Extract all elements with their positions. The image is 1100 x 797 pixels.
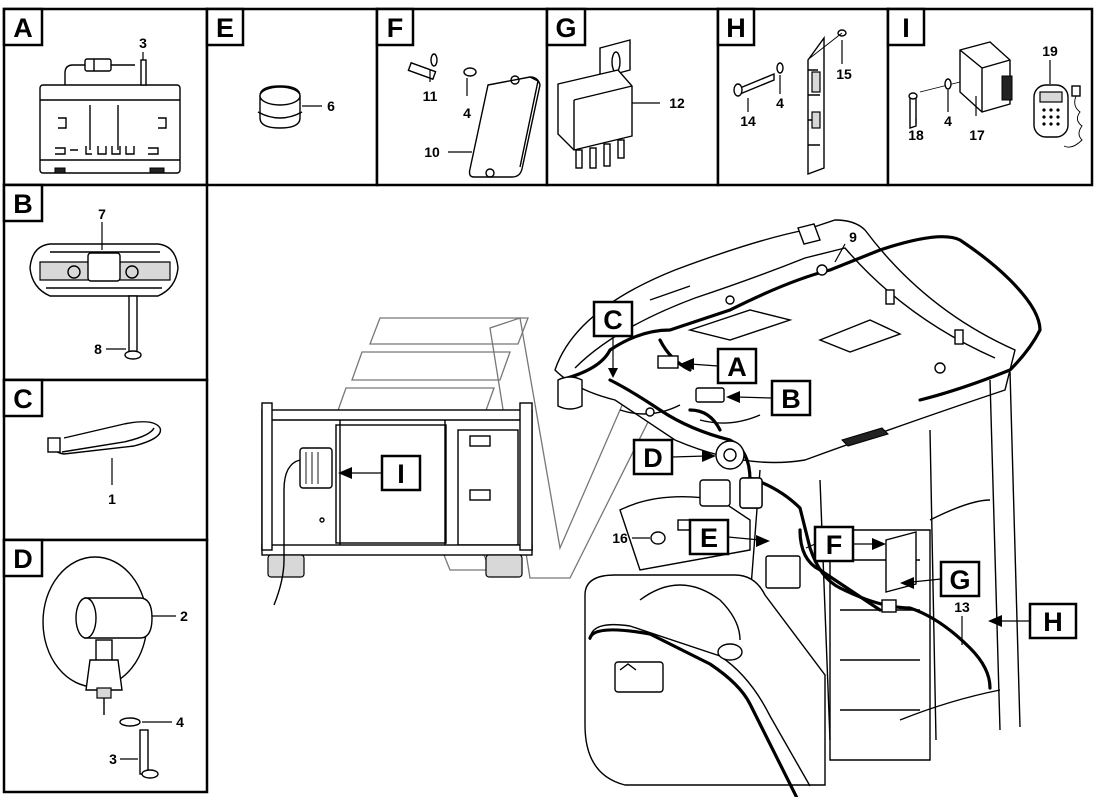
part-number-15: 15 <box>836 66 852 82</box>
routing-clips <box>645 264 964 417</box>
control-module-drawing <box>407 53 541 178</box>
grommet-16-in-cab <box>650 531 666 545</box>
callout-b: B <box>726 379 812 417</box>
panel-label-g: G <box>545 7 587 47</box>
panel-label-a: A <box>2 7 44 47</box>
grommet-drawing <box>257 85 303 129</box>
panel-label-e: E <box>205 7 245 47</box>
svg-text:G: G <box>949 565 970 595</box>
cable-tie-drawing <box>47 421 162 455</box>
microphone-drawing <box>1033 84 1083 148</box>
part-number-3-d: 3 <box>109 751 117 767</box>
bracket-drawing <box>733 29 847 176</box>
part-number-13: 13 <box>954 599 970 615</box>
part-number-10: 10 <box>424 144 440 160</box>
callout-h: H <box>988 602 1078 640</box>
part-number-19: 19 <box>1042 43 1058 59</box>
screw-8-drawing <box>124 295 142 360</box>
callout-f: F <box>805 525 886 563</box>
svg-text:F: F <box>387 13 404 43</box>
part-number-4-h: 4 <box>776 95 784 111</box>
callout-a: A <box>680 347 758 385</box>
svg-text:D: D <box>643 443 663 473</box>
part-number-12: 12 <box>669 95 685 111</box>
svg-text:I: I <box>397 459 405 489</box>
svg-text:F: F <box>826 530 843 560</box>
dome-light-drawing <box>29 243 179 297</box>
callout-e: E <box>688 518 770 556</box>
harness-9-wire <box>558 235 1042 402</box>
part-number-14: 14 <box>740 113 756 129</box>
callout-c: C <box>592 300 634 378</box>
svg-text:A: A <box>727 352 747 382</box>
panel-label-d: D <box>2 538 44 578</box>
radio-box-drawing <box>908 41 1013 129</box>
svg-text:B: B <box>13 189 33 219</box>
svg-text:E: E <box>700 523 718 553</box>
svg-text:B: B <box>781 384 801 414</box>
part-number-3-a: 3 <box>139 35 147 51</box>
module-f-in-cab <box>885 531 917 593</box>
part-number-17: 17 <box>969 127 985 143</box>
part-number-6: 6 <box>327 98 335 114</box>
svg-text:C: C <box>13 384 33 414</box>
svg-text:E: E <box>216 13 234 43</box>
cab-drawing <box>554 219 1021 797</box>
panel-label-i: I <box>886 7 926 47</box>
radio-in-cab <box>657 355 679 369</box>
dome-light-in-cab <box>695 387 725 403</box>
callout-d: D <box>632 438 716 476</box>
svg-text:H: H <box>1043 607 1063 637</box>
rear-wall-drawing <box>261 402 533 606</box>
part-number-4-f: 4 <box>463 105 471 121</box>
part-number-11: 11 <box>423 88 438 104</box>
callout-g: G <box>900 560 981 598</box>
lamp-c-in-cab <box>557 376 583 410</box>
callout-i: I <box>338 454 422 492</box>
spot-light-drawing <box>42 556 159 779</box>
panel-label-f: F <box>375 7 415 47</box>
part-number-4-i: 4 <box>944 113 952 129</box>
part-number-4-d: 4 <box>176 714 184 730</box>
svg-text:G: G <box>555 13 576 43</box>
part-number-7: 7 <box>98 206 106 222</box>
part-number-1: 1 <box>108 491 116 507</box>
speaker-in-cab <box>715 440 745 470</box>
svg-text:A: A <box>13 13 33 43</box>
svg-text:H: H <box>726 13 746 43</box>
svg-text:D: D <box>13 544 33 574</box>
part-number-9: 9 <box>849 229 857 245</box>
panel-label-b: B <box>2 183 44 223</box>
svg-text:I: I <box>902 13 910 43</box>
part-number-16: 16 <box>612 530 628 546</box>
svg-text:C: C <box>603 305 623 335</box>
radio-unit-drawing <box>39 58 181 174</box>
panel-label-c: C <box>2 378 44 418</box>
part-number-18: 18 <box>908 127 924 143</box>
part-number-2: 2 <box>180 608 188 624</box>
panel-label-h: H <box>716 7 756 47</box>
relay-drawing <box>557 39 633 169</box>
relay-in-cab <box>765 555 801 589</box>
part-number-8: 8 <box>94 341 102 357</box>
